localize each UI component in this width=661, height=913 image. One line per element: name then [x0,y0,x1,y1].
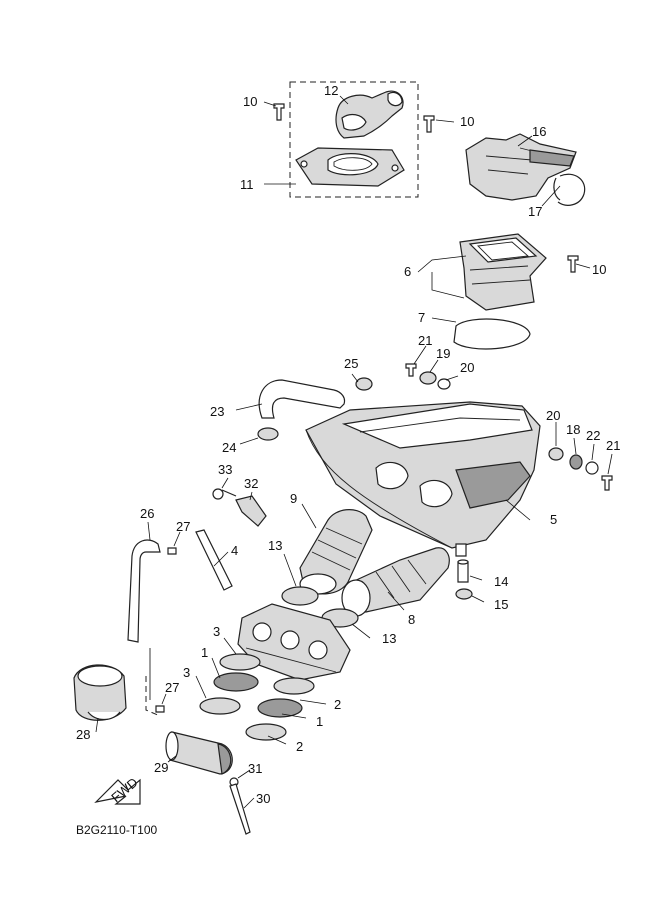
callout-8: 8 [408,612,415,627]
callout-21: 21 [418,333,432,348]
callout-25: 25 [344,356,358,371]
fwd-arrow: FWD [94,775,141,805]
breather-hose [257,377,373,441]
airbox-body [305,401,541,557]
callout-1: 1 [316,714,323,729]
callout-13: 13 [382,631,396,646]
callout-21: 21 [606,438,620,453]
callout-33: 33 [218,462,232,477]
grommet-hardware [405,363,613,491]
intake-joints [281,509,450,628]
callout-24: 24 [222,440,236,455]
throttle-body [237,603,351,681]
vent-hoses [127,529,233,717]
callout-29: 29 [154,760,168,775]
callout-3: 3 [213,624,220,639]
callout-2: 2 [334,697,341,712]
callout-16: 16 [532,124,546,139]
callout-20: 20 [546,408,560,423]
callout-2: 2 [296,739,303,754]
callout-10: 10 [460,114,474,129]
callout-20: 20 [460,360,474,375]
callout-14: 14 [494,574,508,589]
callout-12: 12 [324,83,338,98]
callout-3: 3 [183,665,190,680]
callout-13: 13 [268,538,282,553]
callout-22: 22 [586,428,600,443]
callout-15: 15 [494,597,508,612]
intake-plate-assembly [273,81,435,198]
callout-7: 7 [418,310,425,325]
callout-6: 6 [404,264,411,279]
callout-5: 5 [550,512,557,527]
fitting-parts [455,559,473,600]
callout-23: 23 [210,404,224,419]
callout-17: 17 [528,204,542,219]
joint-rings [199,653,315,741]
drawing-code: B2G2110-T100 [76,823,157,837]
leader-lines [95,95,613,809]
bracket-assembly [465,133,586,206]
callout-10: 10 [243,94,257,109]
callout-32: 32 [244,476,258,491]
callout-31: 31 [248,761,262,776]
callout-1: 1 [201,645,208,660]
callout-4: 4 [231,543,238,558]
sensor-parts [212,488,267,527]
callout-labels: 10 12 10 11 16 17 6 10 7 21 19 20 25 23 … [76,83,620,837]
callout-19: 19 [436,346,450,361]
canister-parts [73,664,251,835]
callout-27: 27 [176,519,190,534]
callout-9: 9 [290,491,297,506]
callout-30: 30 [256,791,270,806]
airbox-cover [453,233,579,350]
callout-27: 27 [165,680,179,695]
callout-18: 18 [566,422,580,437]
callout-28: 28 [76,727,90,742]
callout-26: 26 [140,506,154,521]
callout-10: 10 [592,262,606,277]
callout-11: 11 [240,177,254,192]
